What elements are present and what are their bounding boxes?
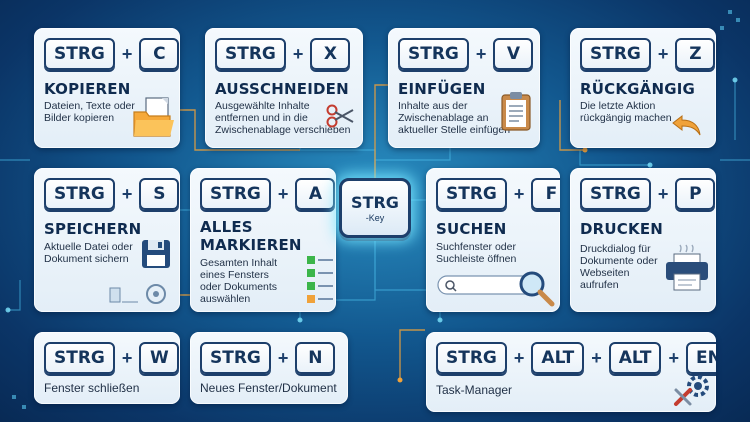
card-title: SUCHEN xyxy=(436,220,507,238)
plus-sign: + xyxy=(668,347,679,368)
plus-sign: + xyxy=(292,43,304,64)
center-key-sublabel: -Key xyxy=(365,213,385,223)
key-w: W xyxy=(139,342,180,374)
card-description: Task-Manager xyxy=(436,383,513,397)
key-c: C xyxy=(139,38,180,70)
key-alt: ALT xyxy=(531,342,585,374)
key-strg: STRG xyxy=(200,342,271,374)
plus-sign: + xyxy=(513,183,525,204)
clipboard-icon xyxy=(501,92,531,131)
key-combo: STRG + Z xyxy=(580,38,716,70)
center-key-label: STRG xyxy=(351,193,399,212)
printer-icon xyxy=(666,244,708,291)
key-x: X xyxy=(310,38,351,70)
card-title: KOPIEREN xyxy=(44,80,131,98)
card-title: RÜCKGÄNGIG xyxy=(580,80,696,98)
key-n: N xyxy=(295,342,336,374)
key-alt: ALT xyxy=(608,342,662,374)
key-strg: STRG xyxy=(44,178,115,210)
key-strg: STRG xyxy=(44,38,115,70)
search-icon xyxy=(437,271,555,307)
key-strg: STRG xyxy=(580,178,651,210)
center-strg-key: STRG -Key xyxy=(339,178,411,238)
plus-sign: + xyxy=(591,347,602,368)
key-s: S xyxy=(139,178,180,210)
key-strg: STRG xyxy=(200,178,271,210)
plus-sign: + xyxy=(121,43,133,64)
key-strg: STRG xyxy=(436,178,507,210)
card-title: SPEICHERN xyxy=(44,220,142,238)
card-title: DRUCKEN xyxy=(580,220,664,238)
key-combo: STRG + C xyxy=(44,38,180,70)
card-title: AUSSCHNEIDEN xyxy=(215,80,349,98)
drive-icon xyxy=(109,284,166,304)
undo-arrow-icon xyxy=(672,114,701,136)
floppy-disk-icon xyxy=(142,240,170,268)
key-combo: STRG + F xyxy=(436,178,560,210)
plus-sign: + xyxy=(121,347,133,368)
key-combo: STRG + S xyxy=(44,178,180,210)
shortcut-card-close-window[interactable]: STRG + W Fenster schließen xyxy=(34,332,180,404)
key-f: F xyxy=(531,178,560,210)
key-strg: STRG xyxy=(580,38,651,70)
key-combo: STRG + A xyxy=(200,178,336,210)
key-p: P xyxy=(675,178,716,210)
card-description: Neues Fenster/Dokument xyxy=(200,381,337,395)
shortcut-card-task-manager[interactable]: STRG + ALT + ALT + ENTF Task-Manager xyxy=(426,332,716,412)
folder-copy-icon xyxy=(133,97,174,137)
key-strg: STRG xyxy=(215,38,286,70)
key-combo: STRG + P xyxy=(580,178,716,210)
plus-sign: + xyxy=(657,183,669,204)
key-combo: STRG + W xyxy=(44,342,180,374)
key-entf: ENTF xyxy=(686,342,716,374)
checklist-icon xyxy=(307,256,333,303)
card-description: Fenster schließen xyxy=(44,381,140,395)
key-v: V xyxy=(493,38,534,70)
scissors-icon xyxy=(326,104,354,128)
key-z: Z xyxy=(675,38,716,70)
plus-sign: + xyxy=(121,183,133,204)
plus-sign: + xyxy=(657,43,669,64)
plus-sign: + xyxy=(513,347,525,368)
key-a: A xyxy=(295,178,336,210)
key-strg: STRG xyxy=(44,342,115,374)
key-combo: STRG + X xyxy=(215,38,351,70)
tools-gear-icon xyxy=(674,375,709,406)
shortcut-card-cut[interactable]: STRG + X AUSSCHNEIDEN Ausgewählte Inhalt… xyxy=(205,28,363,148)
key-strg: STRG xyxy=(436,342,507,374)
key-combo: STRG + N xyxy=(200,342,336,374)
shortcut-card-new-window[interactable]: STRG + N Neues Fenster/Dokument xyxy=(190,332,348,404)
key-strg: STRG xyxy=(398,38,469,70)
plus-sign: + xyxy=(475,43,487,64)
key-combo: STRG + V xyxy=(398,38,534,70)
plus-sign: + xyxy=(277,183,289,204)
card-title: EINFÜGEN xyxy=(398,80,486,98)
key-combo: STRG + ALT + ALT + ENTF xyxy=(436,342,716,374)
plus-sign: + xyxy=(277,347,289,368)
